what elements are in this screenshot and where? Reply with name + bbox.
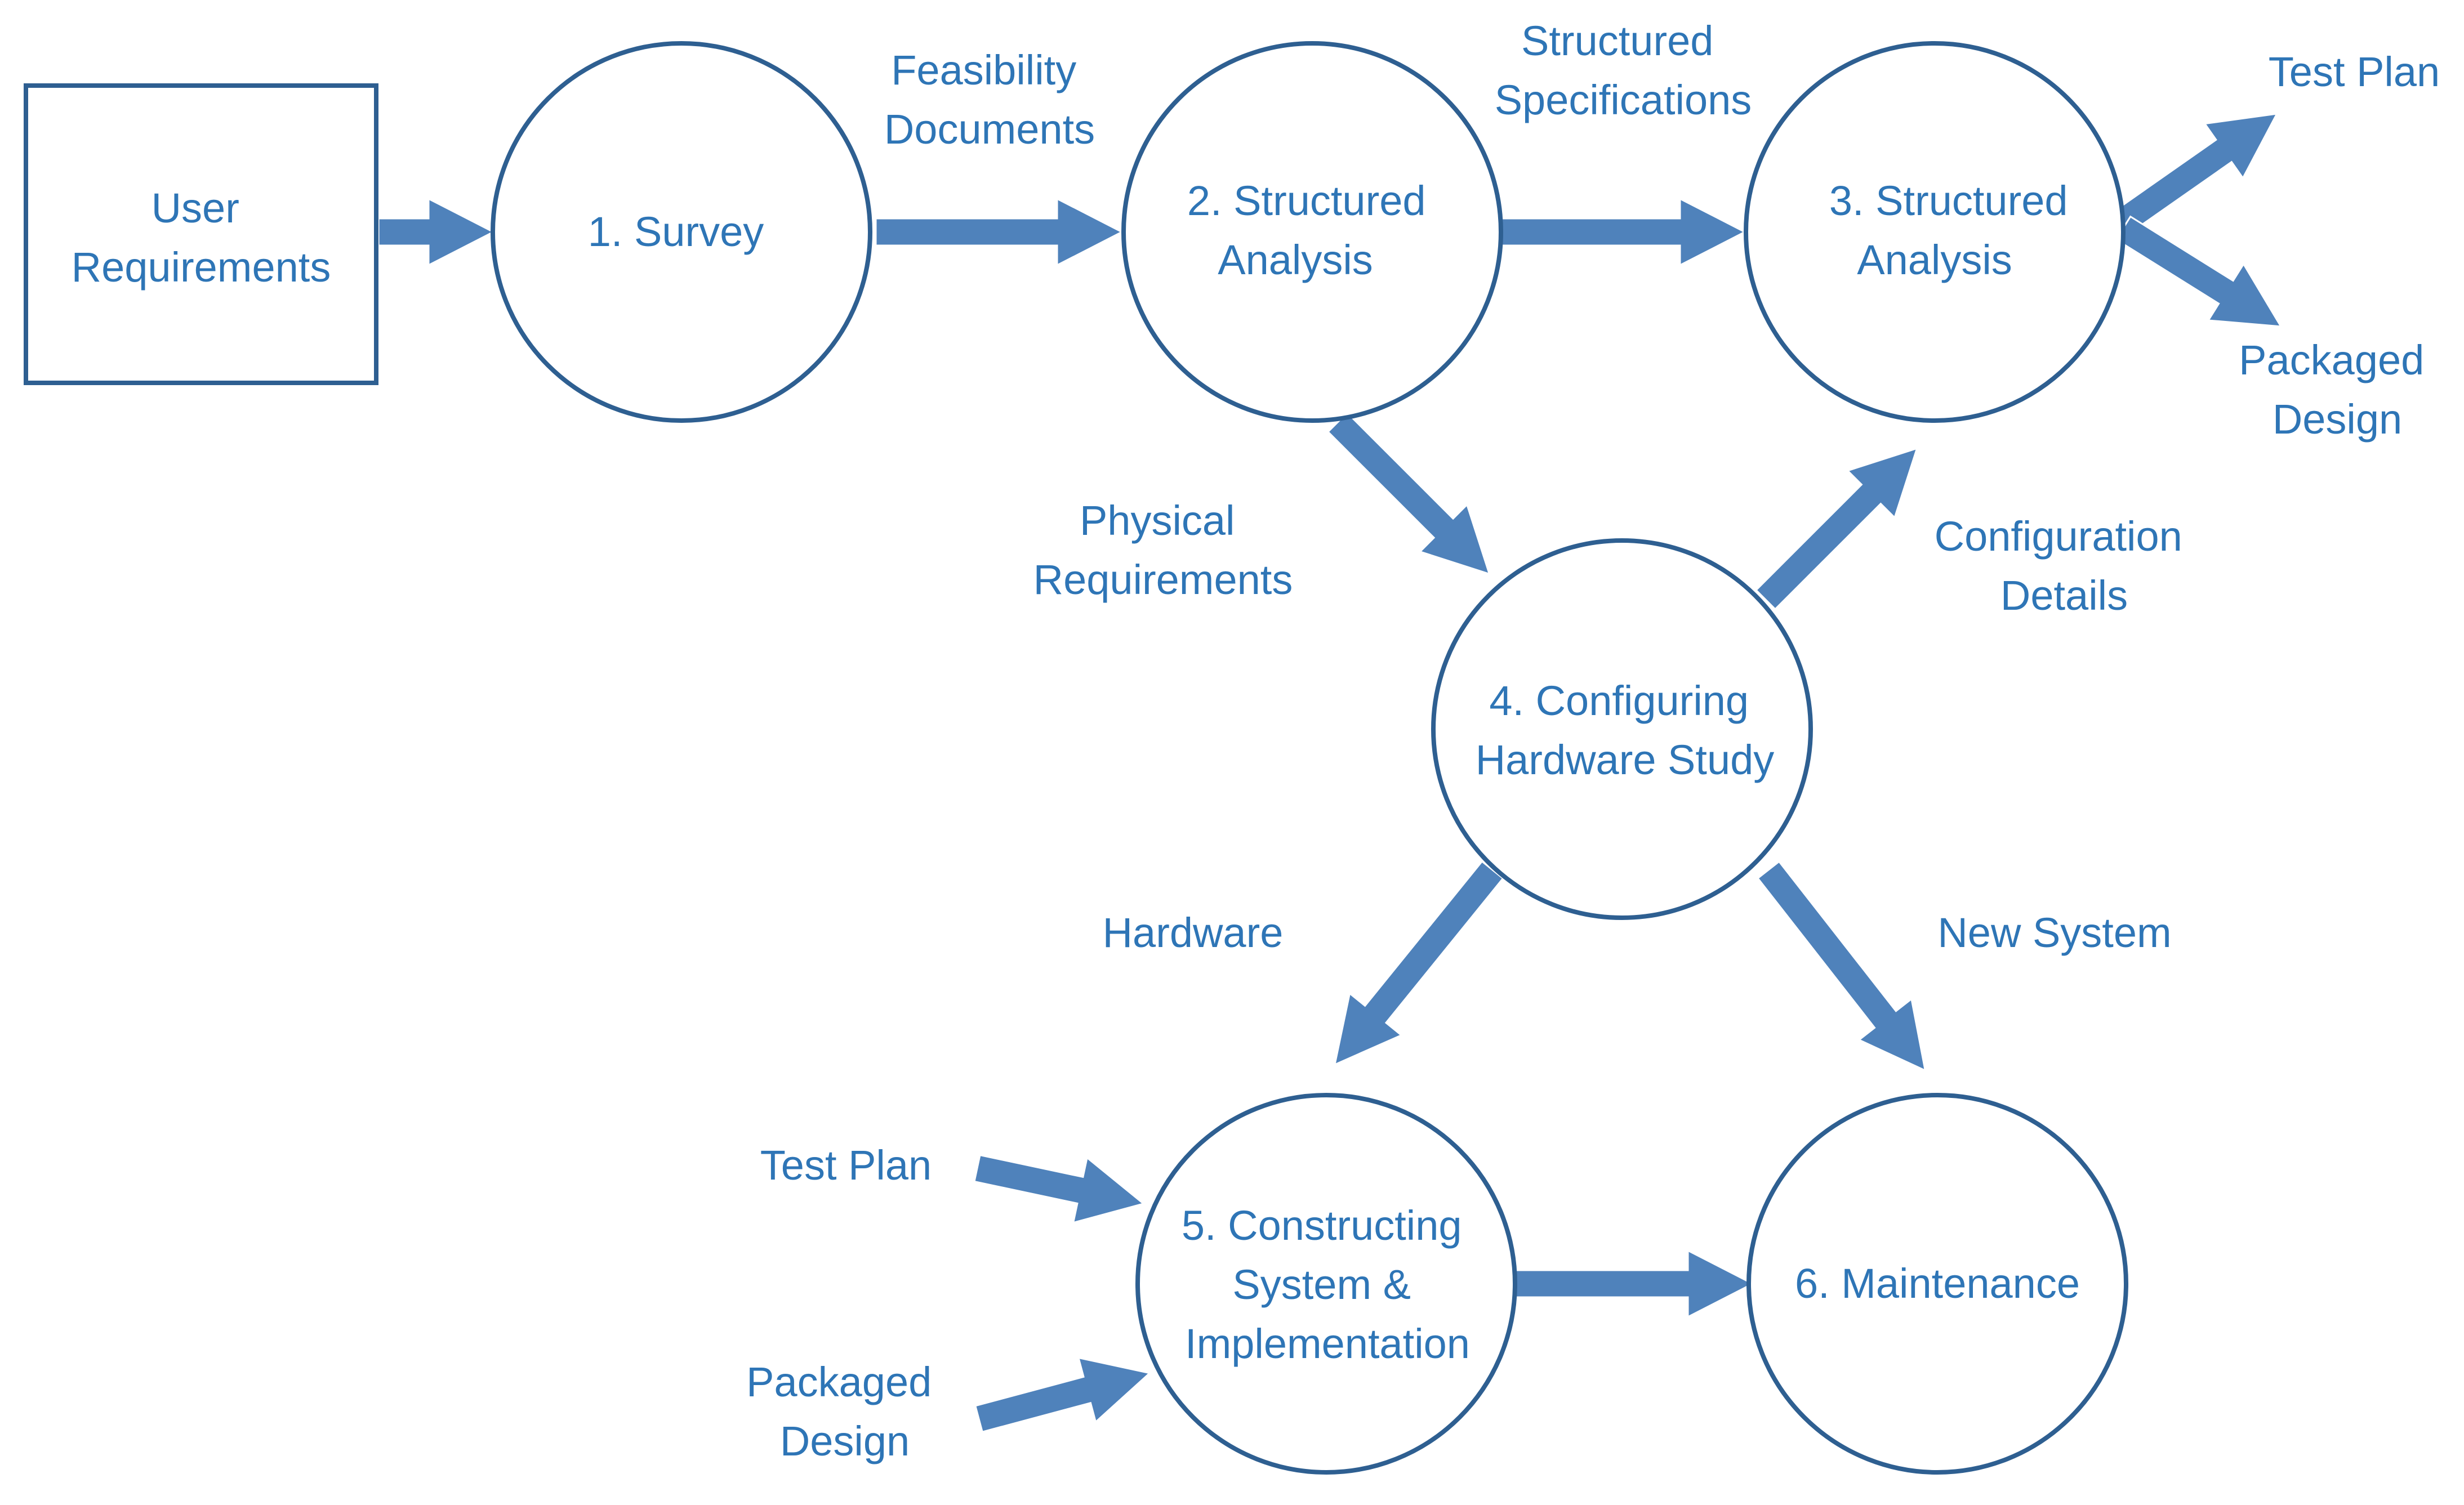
flow-label-configuration-details: Configuration Details xyxy=(1935,513,2194,619)
flow-label-new-system: New System xyxy=(1937,909,2171,956)
arrows xyxy=(377,113,2283,1433)
node-labels: User Requirements 1. Survey 2. Structure… xyxy=(72,177,2080,1367)
flow-labels: Feasibility Documents Structured Specifi… xyxy=(746,17,2440,1464)
configuring-hardware-label: 4. Configuring Hardware Study xyxy=(1476,677,1775,783)
constructing-system-label: 5. Constructing System & Implementation xyxy=(1182,1202,1473,1367)
flow-label-test-plan-out: Test Plan xyxy=(2269,48,2440,95)
flow-label-feasibility-documents: Feasibility Documents xyxy=(884,47,1095,153)
flow-label-packaged-design-out: Packaged Design xyxy=(2239,337,2436,443)
arrow-survey-to-analysis-2 xyxy=(875,197,1124,267)
structured-analysis-2-label: 2. Structured Analysis xyxy=(1187,177,1437,283)
flow-label-structured-specifications: Structured Specifications xyxy=(1495,17,1752,123)
flow-label-physical-requirements: Physical Requirements xyxy=(1033,497,1293,603)
arrow-analysis-3-to-packaged-design xyxy=(2115,215,2283,328)
arrow-analysis-2-to-analysis-3 xyxy=(1500,197,1747,267)
arrow-configuring-to-maintenance xyxy=(1756,860,1927,1072)
maintenance-label: 6. Maintenance xyxy=(1795,1260,2080,1307)
process-structured-analysis-3-circle xyxy=(1744,41,2126,423)
arrow-test-plan-to-constructing xyxy=(973,1154,1146,1224)
process-configuring-hardware-circle xyxy=(1431,538,1813,920)
process-structured-analysis-2-circle xyxy=(1121,41,1503,423)
survey-label: 1. Survey xyxy=(588,208,764,255)
arrow-configuring-to-constructing xyxy=(1333,860,1504,1066)
arrow-user-to-survey xyxy=(377,197,496,267)
structured-analysis-3-label: 3. Structured Analysis xyxy=(1829,177,2079,283)
flow-label-test-plan-in: Test Plan xyxy=(760,1142,932,1189)
process-survey-circle xyxy=(491,41,872,423)
arrow-analysis-2-to-configuring xyxy=(1326,411,1491,575)
flow-label-packaged-design-in: Packaged Design xyxy=(746,1359,943,1464)
arrow-analysis-3-to-test-plan xyxy=(2114,113,2279,234)
external-entity-user-requirements-box xyxy=(24,83,378,385)
process-constructing-system-circle xyxy=(1135,1093,1517,1475)
nodes xyxy=(24,41,2128,1475)
flow-label-hardware: Hardware xyxy=(1103,909,1284,956)
arrow-packaged-design-to-constructing xyxy=(974,1356,1152,1433)
user-requirements-label: User Requirements xyxy=(72,185,331,291)
process-maintenance-circle xyxy=(1746,1093,2128,1475)
arrow-configuring-to-analysis-3 xyxy=(1754,446,1919,611)
arrow-constructing-to-maintenance xyxy=(1508,1249,1755,1319)
